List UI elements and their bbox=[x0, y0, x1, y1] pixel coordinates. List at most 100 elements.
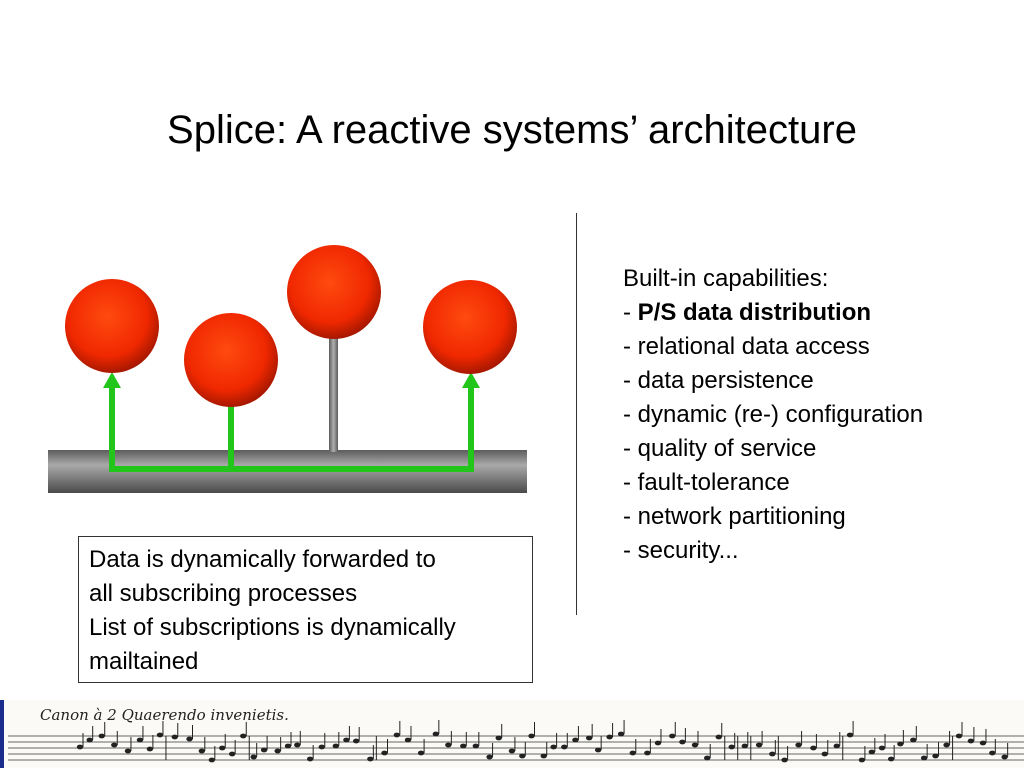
music-note bbox=[967, 738, 975, 744]
music-note bbox=[445, 742, 452, 748]
music-note bbox=[86, 737, 93, 743]
music-note bbox=[715, 734, 722, 740]
music-note bbox=[343, 737, 350, 743]
music-note bbox=[810, 745, 817, 751]
music-note bbox=[572, 737, 579, 743]
capability-item: - relational data access bbox=[623, 333, 870, 360]
capabilities-heading: Built-in capabilities: bbox=[623, 265, 829, 292]
music-note bbox=[704, 755, 711, 761]
music-note bbox=[846, 732, 854, 738]
music-note bbox=[755, 742, 763, 748]
note-line: Data is dynamically forwarded to bbox=[89, 546, 436, 573]
music-note bbox=[769, 751, 776, 757]
music-note bbox=[404, 737, 412, 743]
music-note bbox=[156, 732, 164, 738]
music-note bbox=[240, 733, 247, 739]
arrow-head-right bbox=[462, 372, 480, 388]
vertical-divider bbox=[576, 213, 577, 615]
music-note bbox=[417, 750, 425, 756]
music-note bbox=[393, 732, 401, 738]
music-note bbox=[519, 753, 526, 759]
music-note bbox=[306, 756, 314, 762]
music-note bbox=[508, 748, 516, 754]
note-line: all subscribing processes bbox=[89, 580, 358, 607]
capability-item: - security... bbox=[623, 537, 739, 564]
music-note bbox=[920, 755, 928, 761]
music-note bbox=[781, 757, 788, 763]
music-note bbox=[979, 740, 987, 746]
capability-item: - network partitioning bbox=[623, 503, 846, 530]
music-note bbox=[250, 754, 257, 760]
music-note bbox=[318, 744, 325, 750]
music-note bbox=[897, 741, 904, 747]
music-note bbox=[691, 742, 699, 748]
music-note bbox=[219, 745, 226, 751]
music-note bbox=[98, 733, 105, 739]
music-note bbox=[728, 744, 735, 750]
subscriber-node-1 bbox=[65, 279, 159, 373]
music-note bbox=[955, 733, 963, 739]
music-note bbox=[460, 743, 467, 749]
music-note bbox=[561, 744, 568, 750]
music-note bbox=[606, 734, 613, 740]
music-note bbox=[887, 756, 895, 762]
music-note bbox=[208, 757, 216, 763]
music-note bbox=[274, 748, 281, 754]
subscriber-node-2 bbox=[184, 313, 278, 407]
music-note bbox=[679, 739, 686, 745]
music-note bbox=[932, 753, 939, 759]
publisher-node bbox=[287, 245, 381, 339]
music-note bbox=[594, 747, 602, 753]
music-note bbox=[795, 742, 802, 748]
music-note bbox=[432, 731, 440, 737]
music-note bbox=[284, 743, 292, 749]
music-note bbox=[833, 743, 840, 749]
music-note bbox=[472, 743, 480, 749]
music-note bbox=[186, 736, 193, 742]
music-note bbox=[146, 746, 154, 752]
music-note bbox=[540, 753, 547, 759]
note-box: Data is dynamically forwarded to all sub… bbox=[78, 536, 533, 683]
music-note bbox=[171, 734, 178, 740]
architecture-diagram bbox=[40, 240, 540, 500]
banner-caption: Canon à 2 Quaerendo invenietis. bbox=[40, 706, 289, 724]
music-note bbox=[741, 743, 748, 749]
accent-bar bbox=[0, 700, 4, 768]
capability-item: - dynamic (re-) configuration bbox=[623, 401, 924, 428]
music-note bbox=[495, 735, 502, 741]
music-note bbox=[550, 744, 557, 750]
publisher-pole bbox=[329, 336, 338, 452]
music-note bbox=[943, 742, 950, 748]
music-note bbox=[585, 735, 593, 741]
music-note bbox=[858, 757, 866, 763]
slide-title: Splice: A reactive systems’ architecture bbox=[167, 108, 857, 152]
music-note bbox=[332, 743, 340, 749]
music-note bbox=[1001, 754, 1008, 760]
music-note bbox=[910, 737, 917, 743]
music-note bbox=[486, 754, 493, 760]
note-line: List of subscriptions is dynamically bbox=[89, 614, 456, 641]
music-note bbox=[669, 733, 676, 739]
capability-item: - fault-tolerance bbox=[623, 469, 790, 496]
music-note bbox=[124, 748, 132, 754]
music-note bbox=[617, 731, 625, 737]
subscriber-node-3 bbox=[423, 280, 517, 374]
music-note bbox=[136, 737, 144, 743]
music-note bbox=[644, 750, 651, 756]
music-note bbox=[76, 744, 84, 750]
music-note bbox=[629, 750, 636, 756]
capability-item: - quality of service bbox=[623, 435, 817, 462]
note-line: mailtained bbox=[89, 648, 199, 675]
music-note bbox=[198, 748, 206, 754]
capabilities-list: Built-in capabilities: - P/S data distri… bbox=[623, 262, 923, 568]
capability-item: - data persistence bbox=[623, 367, 814, 394]
architecture-diagram-svg bbox=[48, 245, 527, 493]
music-note bbox=[111, 742, 118, 748]
music-note bbox=[381, 750, 388, 756]
music-note bbox=[821, 751, 828, 757]
capability-bold-item: P/S data distribution bbox=[637, 299, 872, 326]
music-note bbox=[260, 747, 268, 753]
music-score-banner: Canon à 2 Quaerendo invenietis. bbox=[0, 700, 1024, 768]
music-note bbox=[989, 750, 996, 756]
music-note bbox=[528, 733, 535, 739]
